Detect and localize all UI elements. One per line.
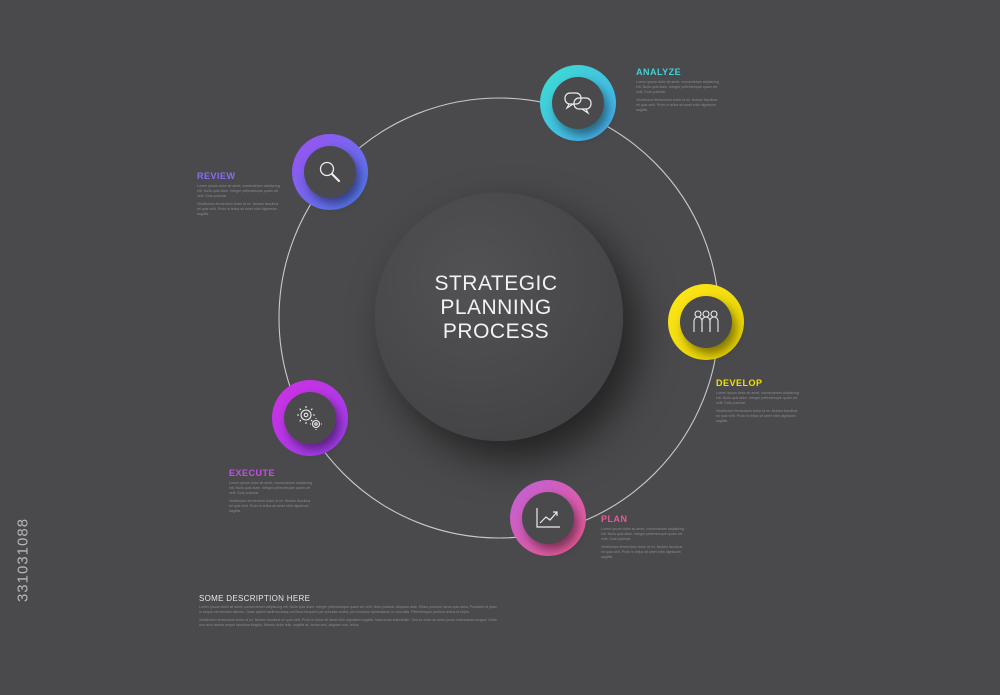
review-text-p2: Vestibulum fermentum tortor id mi. Nulla… <box>197 202 279 216</box>
stock-id-text: 331031088 <box>14 517 32 603</box>
gears-icon <box>284 392 336 444</box>
analyze-text: Lorem ipsum dolor sit amet, consectetuer… <box>636 80 720 116</box>
growth-chart-icon <box>522 492 574 544</box>
team-people-icon <box>680 296 732 348</box>
description-text-p1: Lorem ipsum dolor sit amet, consectetuer… <box>199 605 497 614</box>
develop-text: Lorem ipsum dolor sit amet, consectetuer… <box>716 391 800 427</box>
develop-text-p1: Lorem ipsum dolor sit amet, consectetuer… <box>716 391 799 405</box>
develop-step-circle <box>668 284 744 360</box>
plan-label: PLAN <box>601 514 628 524</box>
review-text-p1: Lorem ipsum dolor sit amet, consectetuer… <box>197 184 280 198</box>
review-text: Lorem ipsum dolor sit amet, consectetuer… <box>197 184 281 220</box>
stock-id-credit: 331031088 <box>8 450 38 670</box>
chat-bubbles-icon <box>552 77 604 129</box>
analyze-label: ANALYZE <box>636 67 682 77</box>
plan-step-circle <box>510 480 586 556</box>
plan-text-p1: Lorem ipsum dolor sit amet, consectetuer… <box>601 527 684 541</box>
center-disc <box>375 193 623 441</box>
execute-step-circle <box>272 380 348 456</box>
analyze-step-circle <box>540 65 616 141</box>
description-text-p2: Vestibulum fermentum tortor id mi. Nulla… <box>199 618 497 627</box>
center-title: STRATEGIC PLANNING PROCESS <box>434 272 558 343</box>
description-title: SOME DESCRIPTION HERE <box>199 594 311 603</box>
execute-text-p1: Lorem ipsum dolor sit amet, consectetuer… <box>229 481 312 495</box>
develop-text-p2: Vestibulum fermentum tortor id mi. Nulla… <box>716 409 798 423</box>
plan-text-p2: Vestibulum fermentum tortor id mi. Nulla… <box>601 545 683 559</box>
execute-label: EXECUTE <box>229 468 276 478</box>
analyze-text-p2: Vestibulum fermentum tortor id mi. Nulla… <box>636 98 718 112</box>
magnifier-icon <box>304 146 356 198</box>
review-step-circle <box>292 134 368 210</box>
review-label: REVIEW <box>197 171 236 181</box>
description-text: Lorem ipsum dolor sit amet, consectetuer… <box>199 605 499 631</box>
plan-text: Lorem ipsum dolor sit amet, consectetuer… <box>601 527 685 563</box>
develop-label: DEVELOP <box>716 378 763 388</box>
execute-text: Lorem ipsum dolor sit amet, consectetuer… <box>229 481 313 517</box>
analyze-text-p1: Lorem ipsum dolor sit amet, consectetuer… <box>636 80 719 94</box>
execute-text-p2: Vestibulum fermentum tortor id mi. Nulla… <box>229 499 311 513</box>
